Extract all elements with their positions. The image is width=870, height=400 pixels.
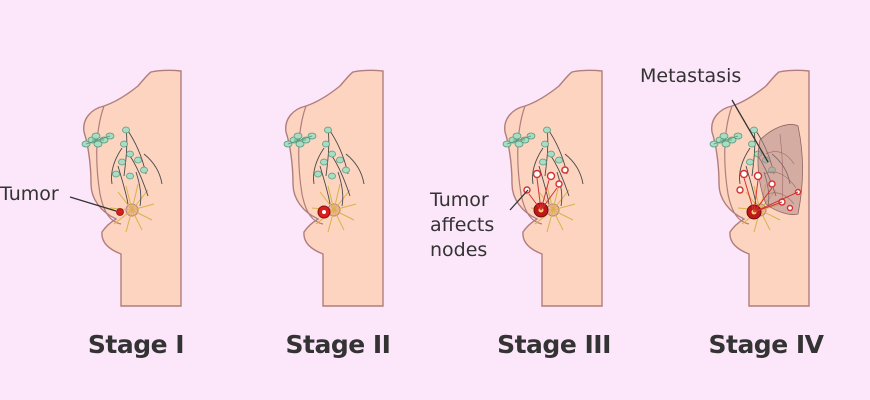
torso-stage-4	[709, 69, 810, 307]
tumor-affects-nodes-pointer	[509, 189, 529, 211]
torso-stage-2	[283, 69, 384, 307]
metastasis-label: Metastasis	[640, 65, 742, 87]
stage-4-label: Stage IV	[708, 330, 824, 359]
tumor-label: Tumor	[0, 183, 59, 205]
torso-stage-3	[502, 69, 603, 307]
tumor-affects-nodes-label: Tumor affects nodes	[430, 189, 495, 261]
stage-1-label: Stage I	[87, 330, 185, 359]
stage-2-label: Stage II	[285, 330, 391, 359]
torso-stage-1	[81, 69, 182, 307]
tumor-pointer	[69, 196, 117, 212]
metastasis-pointer	[731, 99, 769, 163]
affected-nodes-stage-3	[523, 166, 569, 194]
stage-3-label: Stage III	[497, 330, 611, 359]
tumor-stage-1	[116, 208, 124, 216]
affected-nodes-stage-4	[736, 169, 802, 212]
